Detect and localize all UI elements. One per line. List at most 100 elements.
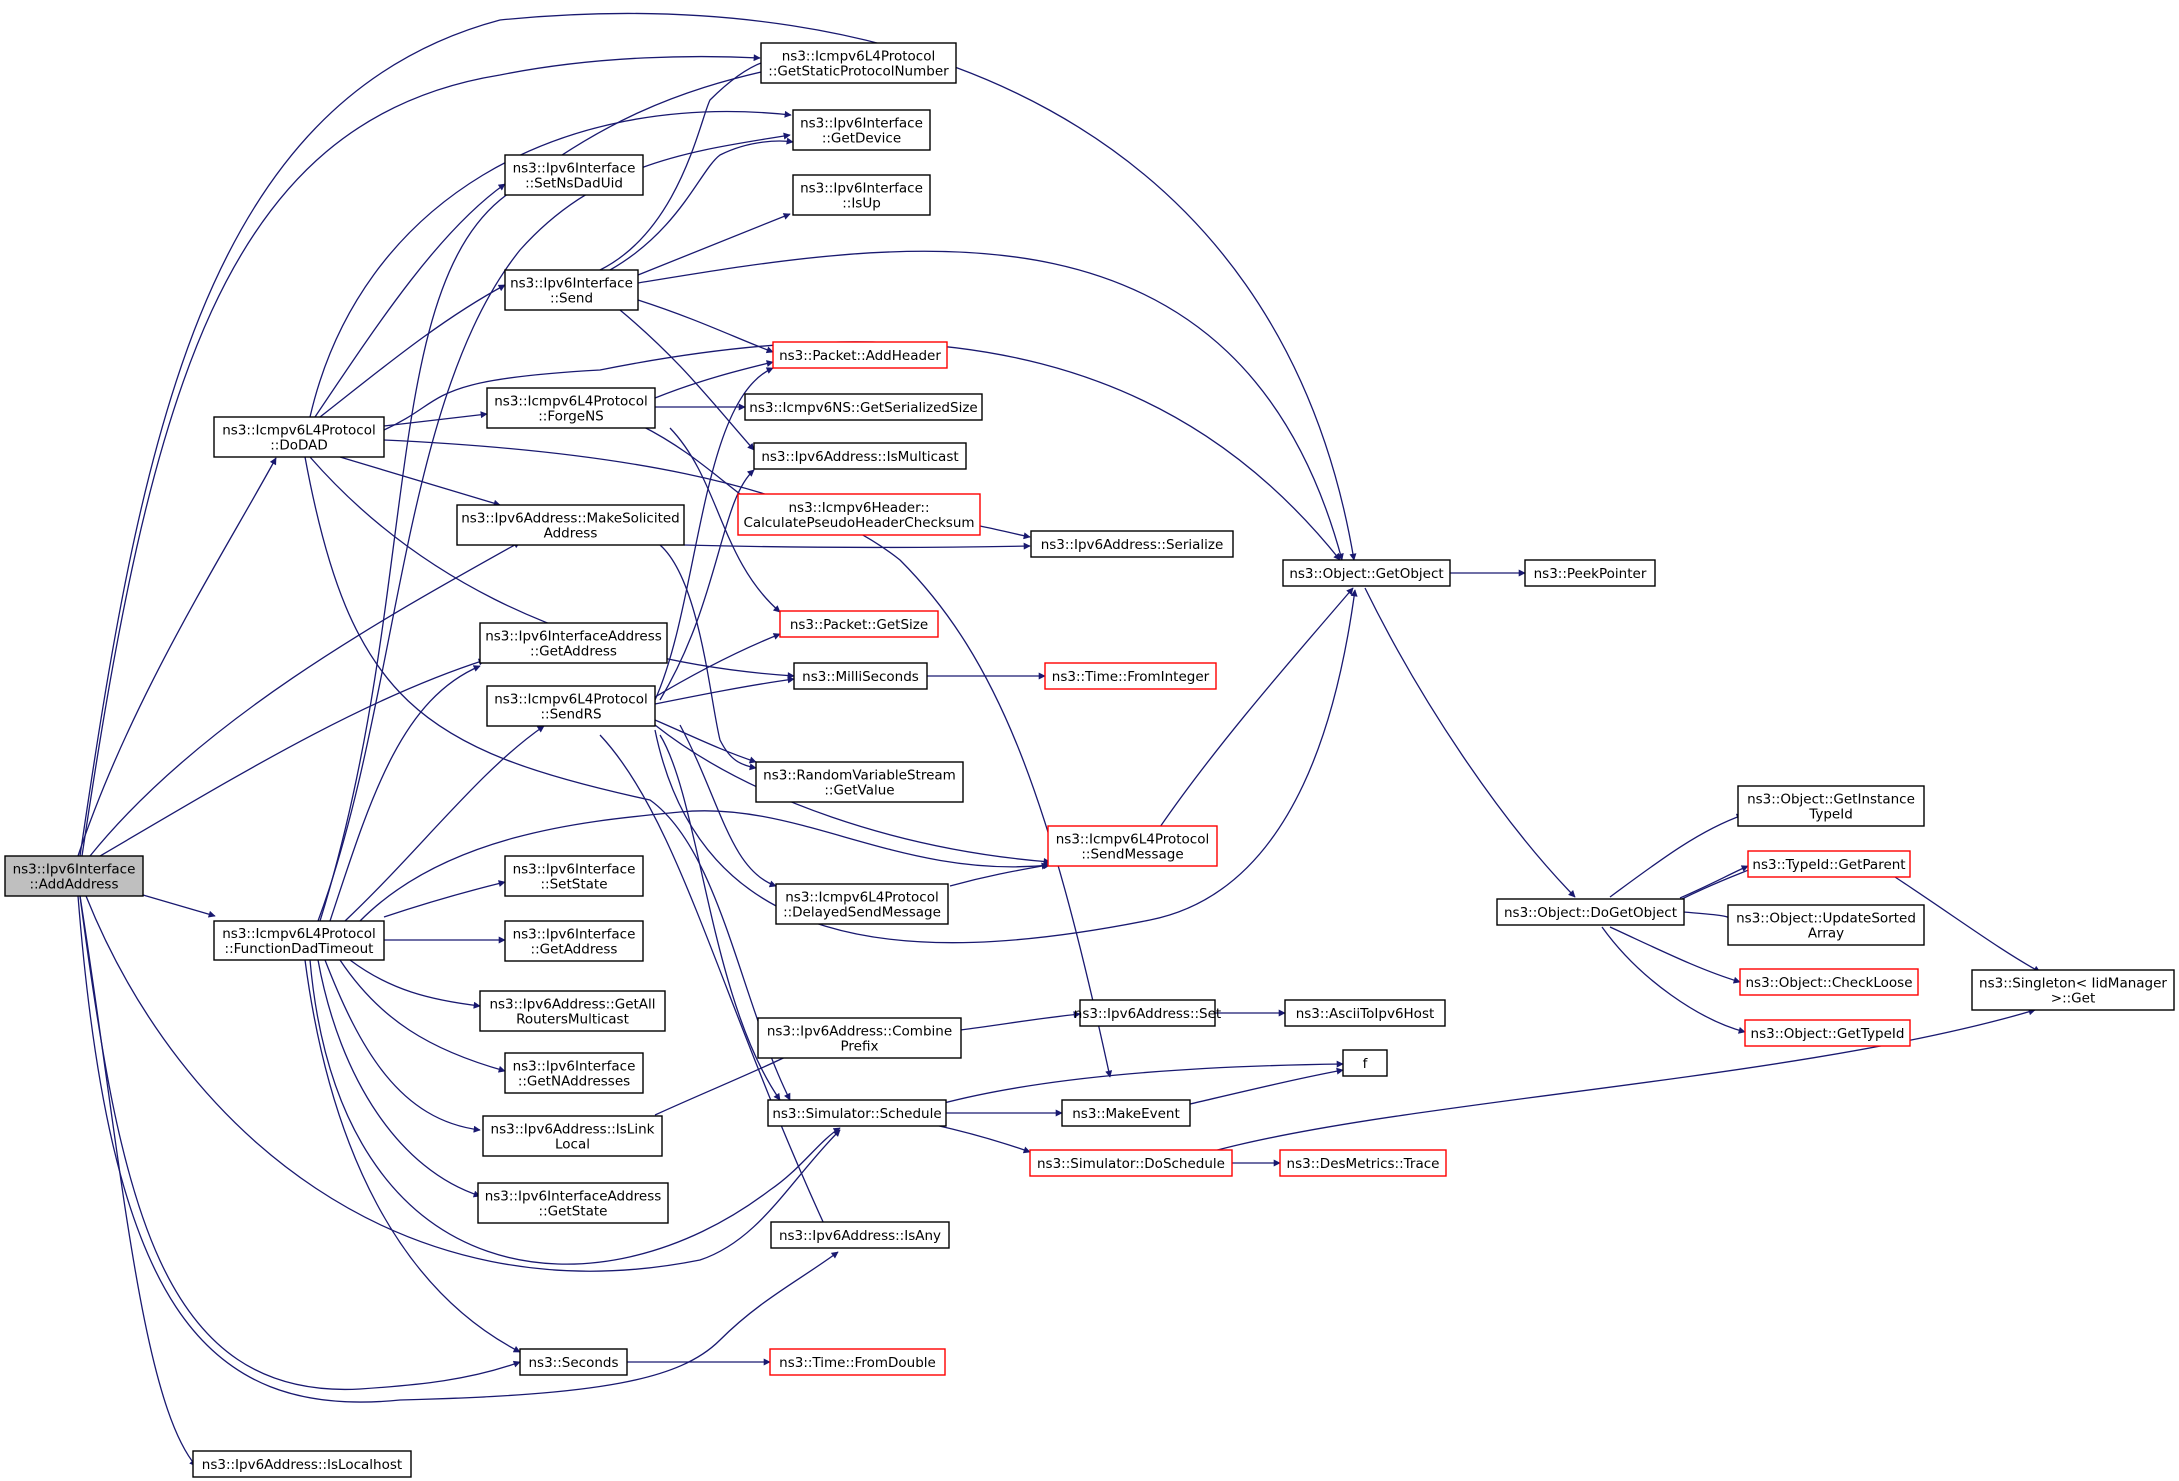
node-box: [1737, 785, 1925, 827]
node-get-static[interactable]: ns3::Icmpv6L4Protocol::GetStaticProtocol…: [760, 42, 957, 84]
node-box: [775, 883, 949, 925]
node-get-object[interactable]: ns3::Object::GetObject: [1282, 559, 1451, 587]
node-schedule[interactable]: ns3::Simulator::Schedule: [767, 1099, 947, 1127]
node-label-line: ns3::Time::FromInteger: [1052, 669, 1210, 685]
node-box: [770, 1221, 950, 1249]
node-get-state[interactable]: ns3::Ipv6InterfaceAddress::GetState: [477, 1182, 669, 1224]
node-send-message[interactable]: ns3::Icmpv6L4Protocol::SendMessage: [1047, 825, 1218, 867]
node-calc-pseudo[interactable]: ns3::Icmpv6Header::CalculatePseudoHeader…: [737, 493, 981, 536]
node-get-type-id[interactable]: ns3::Object::GetTypeId: [1744, 1019, 1911, 1047]
edge-delayedSend-sendMessage: [949, 862, 1049, 887]
node-label-line: ns3::Packet::GetSize: [790, 617, 928, 633]
node-fdt[interactable]: ns3::Icmpv6L4Protocol::FunctionDadTimeou…: [213, 920, 385, 961]
node-label-line: ns3::Icmpv6NS::GetSerializedSize: [749, 400, 977, 416]
node-box: [1079, 999, 1216, 1027]
node-box: [1282, 559, 1451, 587]
node-box: [4, 855, 144, 897]
node-ser-size[interactable]: ns3::Icmpv6NS::GetSerializedSize: [744, 393, 983, 421]
node-ascii-to-ipv6[interactable]: ns3::AsciiToIpv6Host: [1284, 999, 1446, 1027]
node-box: [769, 1348, 946, 1376]
node-set-ns-dad-uid[interactable]: ns3::Ipv6Interface::SetNsDadUid: [504, 154, 644, 196]
node-from-integer[interactable]: ns3::Time::FromInteger: [1044, 662, 1217, 690]
node-f[interactable]: f: [1342, 1049, 1388, 1077]
node-seconds[interactable]: ns3::Seconds: [519, 1348, 628, 1376]
edge-doDad-milliSeconds: [309, 456, 795, 680]
edge-getParent-singletonGet: [1894, 876, 2041, 973]
node-get-address-i-a[interactable]: ns3::Ipv6InterfaceAddress::GetAddress: [479, 622, 668, 664]
edge-doGetObject-getParent: [1679, 866, 1755, 901]
node-label-line: ::IsUp: [842, 196, 881, 212]
node-root[interactable]: ns3::Ipv6Interface::AddAddress: [4, 855, 144, 897]
node-is-localhost[interactable]: ns3::Ipv6Address::IsLocalhost: [192, 1450, 412, 1478]
node-label-line: ns3::Ipv6Interface: [800, 181, 923, 197]
node-forge-n-s[interactable]: ns3::Icmpv6L4Protocol::ForgeNS: [486, 387, 656, 429]
node-from-double[interactable]: ns3::Time::FromDouble: [769, 1348, 946, 1376]
edge-calcPseudo-serialize: [979, 525, 1031, 540]
node-box: [1744, 1019, 1911, 1047]
node-box: [1342, 1049, 1388, 1077]
node-is-up[interactable]: ns3::Ipv6Interface::IsUp: [792, 174, 931, 216]
node-label-line: f: [1363, 1056, 1369, 1072]
node-peek-pointer[interactable]: ns3::PeekPointer: [1524, 559, 1656, 587]
node-label-line: ::SendMessage: [1081, 847, 1183, 863]
edge-sendRS-isMulticast: [659, 469, 755, 701]
edge-doDad-makeSolicited: [339, 456, 501, 507]
edge-sendRS-getSize: [649, 633, 781, 701]
node-box: [1030, 530, 1234, 558]
node-box: [213, 920, 385, 961]
node-get-device[interactable]: ns3::Ipv6Interface::GetDevice: [792, 109, 931, 151]
node-label-line: ns3::Ipv6Address::IsLink: [491, 1122, 655, 1138]
node-label-line: ::GetValue: [824, 783, 894, 799]
node-des-trace[interactable]: ns3::DesMetrics::Trace: [1279, 1149, 1447, 1177]
edge-root-getStatic: [81, 54, 761, 857]
node-label-line: ::FunctionDadTimeout: [225, 941, 374, 957]
edge-root-doDad: [77, 457, 277, 857]
node-check-loose[interactable]: ns3::Object::CheckLoose: [1739, 968, 1919, 996]
node-box: [1044, 662, 1217, 690]
node-send[interactable]: ns3::Ipv6Interface::Send: [504, 269, 639, 311]
edge-doDad-forgeNS: [383, 411, 488, 427]
edge-sendRS-isAny: [599, 734, 831, 1238]
node-get-parent[interactable]: ns3::TypeId::GetParent: [1747, 850, 1911, 878]
node-label-line: ns3::Ipv6Interface: [513, 1059, 636, 1075]
node-do-dad[interactable]: ns3::Icmpv6L4Protocol::DoDAD: [213, 416, 385, 458]
node-singleton-get[interactable]: ns3::Singleton< IidManager>::Get: [1971, 969, 2175, 1011]
node-box: [779, 610, 939, 638]
edge-sendRS-addHeader: [654, 367, 774, 701]
node-box: [479, 990, 666, 1032]
node-add-header[interactable]: ns3::Packet::AddHeader: [772, 341, 948, 369]
node-get-size[interactable]: ns3::Packet::GetSize: [779, 610, 939, 638]
node-box: [1496, 898, 1685, 926]
node-is-any[interactable]: ns3::Ipv6Address::IsAny: [770, 1221, 950, 1249]
edge-fdt-getDevice: [317, 132, 791, 922]
node-label-line: ns3::Time::FromDouble: [779, 1355, 936, 1371]
node-do-schedule[interactable]: ns3::Simulator::DoSchedule: [1029, 1149, 1233, 1177]
node-rvs-get-value[interactable]: ns3::RandomVariableStream::GetValue: [755, 761, 964, 803]
node-serialize[interactable]: ns3::Ipv6Address::Serialize: [1030, 530, 1234, 558]
node-get-address-i[interactable]: ns3::Ipv6Interface::GetAddress: [504, 920, 644, 962]
node-label-line: ::SetNsDadUid: [525, 176, 623, 192]
edge-sendMessage-getObject: [1159, 587, 1354, 828]
node-box: [482, 1115, 663, 1157]
node-box: [504, 269, 639, 311]
node-is-multicast[interactable]: ns3::Ipv6Address::IsMulticast: [753, 442, 967, 470]
node-milli-seconds[interactable]: ns3::MilliSeconds: [793, 662, 928, 690]
node-box: [456, 504, 685, 546]
node-make-event[interactable]: ns3::MakeEvent: [1061, 1099, 1191, 1127]
edge-root-makeSolicited: [89, 541, 521, 857]
edge-getObject-doGetObject: [1364, 587, 1576, 898]
node-send-r-s[interactable]: ns3::Icmpv6L4Protocol::SendRS: [486, 685, 656, 727]
node-delayed-send[interactable]: ns3::Icmpv6L4Protocol::DelayedSendMessag…: [775, 883, 949, 925]
node-get-n-addresses[interactable]: ns3::Ipv6Interface::GetNAddresses: [504, 1052, 644, 1094]
node-set-state[interactable]: ns3::Ipv6Interface::SetState: [504, 855, 644, 897]
node-label-line: ns3::Ipv6Interface: [510, 276, 633, 292]
node-do-get-object[interactable]: ns3::Object::DoGetObject: [1496, 898, 1685, 926]
node-ipv6-set[interactable]: ns3::Ipv6Address::Set: [1074, 999, 1221, 1027]
